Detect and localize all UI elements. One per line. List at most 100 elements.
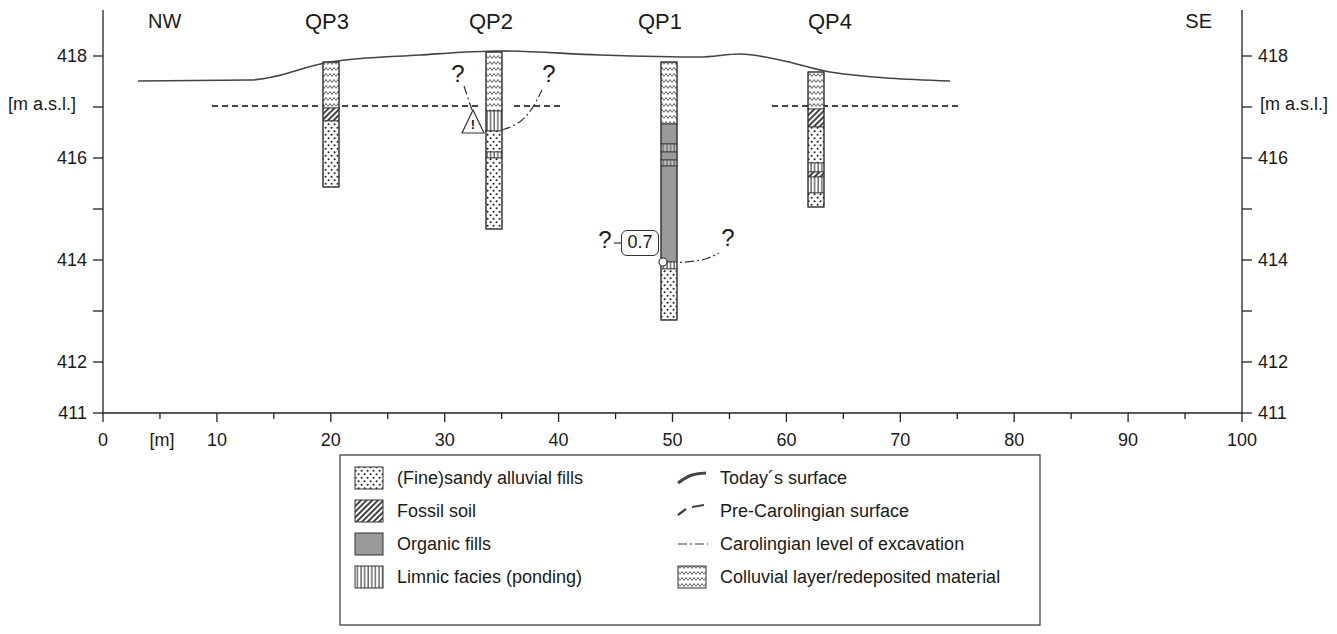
axis-tick (273, 413, 274, 419)
legend-text: Limnic facies (ponding) (397, 567, 582, 588)
legend-line (678, 473, 706, 483)
axis-value: 10 (207, 430, 227, 451)
axis-value: 80 (1004, 430, 1024, 451)
axis-tick (729, 413, 730, 419)
axis-tick (558, 413, 559, 422)
axis-tick (1242, 157, 1252, 158)
axis-tick (93, 361, 103, 362)
core-layer (808, 127, 824, 163)
core-label: QP2 (469, 9, 513, 34)
axis-tick (1241, 413, 1242, 422)
axis-unit: [m a.s.l.] (8, 94, 76, 115)
axis-tick (1242, 55, 1252, 56)
axis-tick (93, 55, 103, 56)
core-layer (661, 269, 677, 320)
axis-tick (159, 413, 160, 419)
legend-box (340, 455, 1040, 625)
axis-value: 100 (1227, 430, 1257, 451)
axis-tick (501, 413, 502, 419)
drill-core (808, 72, 824, 207)
uncertainty-mark: ? (598, 226, 611, 254)
core-layer (661, 62, 677, 124)
axis-value: 50 (662, 430, 682, 451)
core-layer (661, 144, 677, 152)
axis-tick (1127, 413, 1128, 422)
axis-tick (93, 106, 103, 107)
pre-carolingian-surface (514, 105, 560, 107)
warning-mark: ! (471, 118, 475, 131)
axis-tick (900, 413, 901, 422)
carolingian-excavation-line (614, 242, 621, 243)
core-layer (486, 158, 502, 229)
axis-value: 70 (890, 430, 910, 451)
core-label: QP4 (808, 9, 852, 34)
axis-tick (330, 413, 331, 422)
axis-tick (672, 413, 673, 422)
core-layer (486, 152, 502, 158)
axis-tick (93, 412, 103, 413)
axis-tick (102, 413, 103, 422)
axis-value: 30 (435, 430, 455, 451)
legend-text: Colluvial layer/redeposited material (720, 567, 1000, 588)
core-layer (808, 109, 824, 127)
core-layer (323, 121, 339, 187)
axis-tick (1242, 361, 1252, 362)
axis-value: 416 (57, 148, 87, 169)
axis-value: 20 (321, 430, 341, 451)
axis-value: 412 (57, 352, 87, 373)
legend-swatch (678, 566, 706, 588)
axis-value: 418 (1258, 46, 1288, 67)
core-outline (661, 62, 677, 320)
axis-value: 414 (57, 250, 87, 271)
warning-triangle: ! (461, 109, 485, 134)
legend-text: Organic fills (397, 534, 491, 555)
core-label: QP1 (638, 9, 682, 34)
axis-value: 418 (57, 46, 87, 67)
pre-carolingian-surface (772, 105, 962, 107)
axis-tick (615, 413, 616, 419)
axis-tick (1242, 106, 1252, 107)
axis-value: 412 (1258, 352, 1288, 373)
legend-line (678, 505, 704, 515)
axis-value: 90 (1118, 430, 1138, 451)
axis-tick (93, 259, 103, 260)
legend-swatch (355, 566, 383, 588)
core-layer (486, 52, 502, 111)
axis-unit: [m] (150, 430, 175, 451)
dating-value: 0.7 (627, 232, 652, 252)
core-outline (486, 52, 502, 229)
core-layer (661, 124, 677, 144)
axis-value: 411 (58, 403, 87, 424)
core-layer (808, 163, 824, 172)
axis-tick (1242, 208, 1252, 209)
axis-tick (1014, 413, 1015, 422)
axis-tick (1071, 413, 1072, 419)
legend-swatch (355, 533, 383, 555)
axis-value: 60 (776, 430, 796, 451)
axis-value: 411 (1258, 403, 1287, 424)
uncertainty-mark: ? (451, 60, 464, 88)
core-label: QP3 (305, 9, 349, 34)
core-layer (323, 62, 339, 108)
axis-tick (1242, 412, 1252, 413)
axis-unit: [m a.s.l.] (1260, 94, 1328, 115)
legend-line (678, 543, 708, 544)
core-layer (323, 108, 339, 121)
axis-tick (93, 208, 103, 209)
uncertainty-mark: ? (721, 224, 734, 252)
legend-text: Fossil soil (397, 501, 476, 522)
drill-core (661, 62, 677, 320)
core-layer (486, 111, 502, 131)
core-layer (661, 160, 677, 166)
core-layer (808, 193, 824, 207)
axis-tick (1184, 413, 1185, 419)
drill-core (323, 62, 339, 187)
y-axis (1241, 10, 1242, 413)
core-outline (323, 62, 339, 187)
legend-text: Carolingian level of excavation (720, 534, 964, 555)
axis-value: 40 (549, 430, 569, 451)
core-outline (808, 72, 824, 207)
uncertainty-mark: ? (542, 60, 555, 88)
dating-point (659, 258, 667, 266)
